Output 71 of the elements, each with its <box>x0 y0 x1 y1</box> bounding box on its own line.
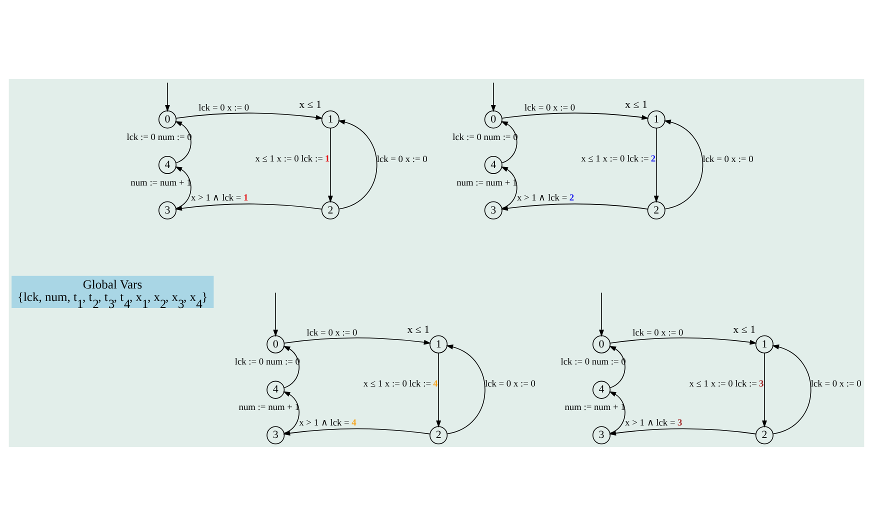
arrow <box>609 390 626 434</box>
arrow <box>608 428 756 436</box>
edge-label: lck = 0 x := 0 <box>306 328 358 338</box>
arrow <box>609 345 626 388</box>
arrow <box>174 166 192 208</box>
node-circle: 3 <box>484 200 502 219</box>
edge-label: lck = 0 x := 0 <box>632 328 684 338</box>
node-circle: 0 <box>592 334 611 353</box>
node-label: x ≤ 1 <box>299 98 322 110</box>
edge-label: x > 1 ∧ lck = 3 <box>625 418 682 428</box>
arrow <box>772 344 812 434</box>
edge-label: lck = 0 x := 0 <box>524 102 576 113</box>
node-circle: 4 <box>592 380 611 398</box>
arrow <box>283 390 300 434</box>
edge-label: lck = 0 x := 0 <box>702 154 754 164</box>
edge-label: lck = 0 x := 0 <box>376 154 428 164</box>
node-circle: 0 <box>266 334 285 353</box>
node-circle: 1 <box>321 110 340 128</box>
node-circle: 2 <box>321 200 340 219</box>
edge-label: x ≤ 1 x := 0 lck := 3 <box>689 378 764 389</box>
node-circle: 4 <box>158 155 176 174</box>
arrow <box>283 345 300 388</box>
arrow <box>174 203 322 210</box>
node-circle: 2 <box>647 200 666 219</box>
edge-label: lck = 0 x := 0 <box>810 379 862 390</box>
node-circle: 4 <box>484 155 502 174</box>
edge-label: x > 1 ∧ lck = 2 <box>516 192 574 203</box>
node-circle: 1 <box>647 110 666 128</box>
edge-label: num := num + 1 <box>456 178 518 188</box>
edge-label: x > 1 ∧ lck = 1 <box>191 192 248 203</box>
arrow <box>502 112 649 120</box>
node-circle: 2 <box>755 426 774 444</box>
node-circle: 0 <box>484 110 502 128</box>
arrow <box>762 352 767 428</box>
edge-label: num := num + 1 <box>564 402 626 413</box>
edge-label: x > 1 ∧ lck = 4 <box>299 418 356 428</box>
arrow <box>174 120 192 163</box>
edge-label: x ≤ 1 x := 0 lck := 1 <box>255 154 330 164</box>
node-circle: 1 <box>755 334 774 353</box>
arrow <box>328 127 333 202</box>
arrow <box>165 82 170 112</box>
arrow <box>338 119 378 209</box>
node-label: x ≤ 1 <box>625 98 648 110</box>
arrow <box>176 112 323 120</box>
arrow <box>446 344 486 434</box>
node-label: x ≤ 1 <box>733 323 756 336</box>
arrow <box>273 292 278 336</box>
edge-label: lck = 0 x := 0 <box>484 379 536 390</box>
node-label: x ≤ 1 <box>407 323 430 336</box>
arrow <box>500 166 518 208</box>
edge-label: x ≤ 1 x := 0 lck := 4 <box>363 378 438 389</box>
arrow <box>284 337 431 344</box>
arrow <box>610 337 757 344</box>
edge-label: lck = 0 x := 0 <box>198 102 250 113</box>
arrow <box>599 292 604 336</box>
arrow <box>283 428 430 436</box>
node-circle: 3 <box>266 426 285 444</box>
arrow <box>664 119 704 209</box>
arrow <box>500 120 518 163</box>
arrow <box>490 82 496 112</box>
arrow <box>654 127 659 202</box>
node-circle: 0 <box>158 110 176 128</box>
arrow <box>436 352 442 428</box>
edge-label: num := num + 1 <box>130 178 192 188</box>
node-circle: 3 <box>158 200 176 219</box>
edge-label: x ≤ 1 x := 0 lck := 2 <box>581 154 656 164</box>
node-circle: 3 <box>592 426 611 444</box>
node-circle: 4 <box>266 380 285 398</box>
node-circle: 1 <box>430 334 448 353</box>
node-circle: 2 <box>430 426 448 444</box>
arrow <box>500 203 648 210</box>
